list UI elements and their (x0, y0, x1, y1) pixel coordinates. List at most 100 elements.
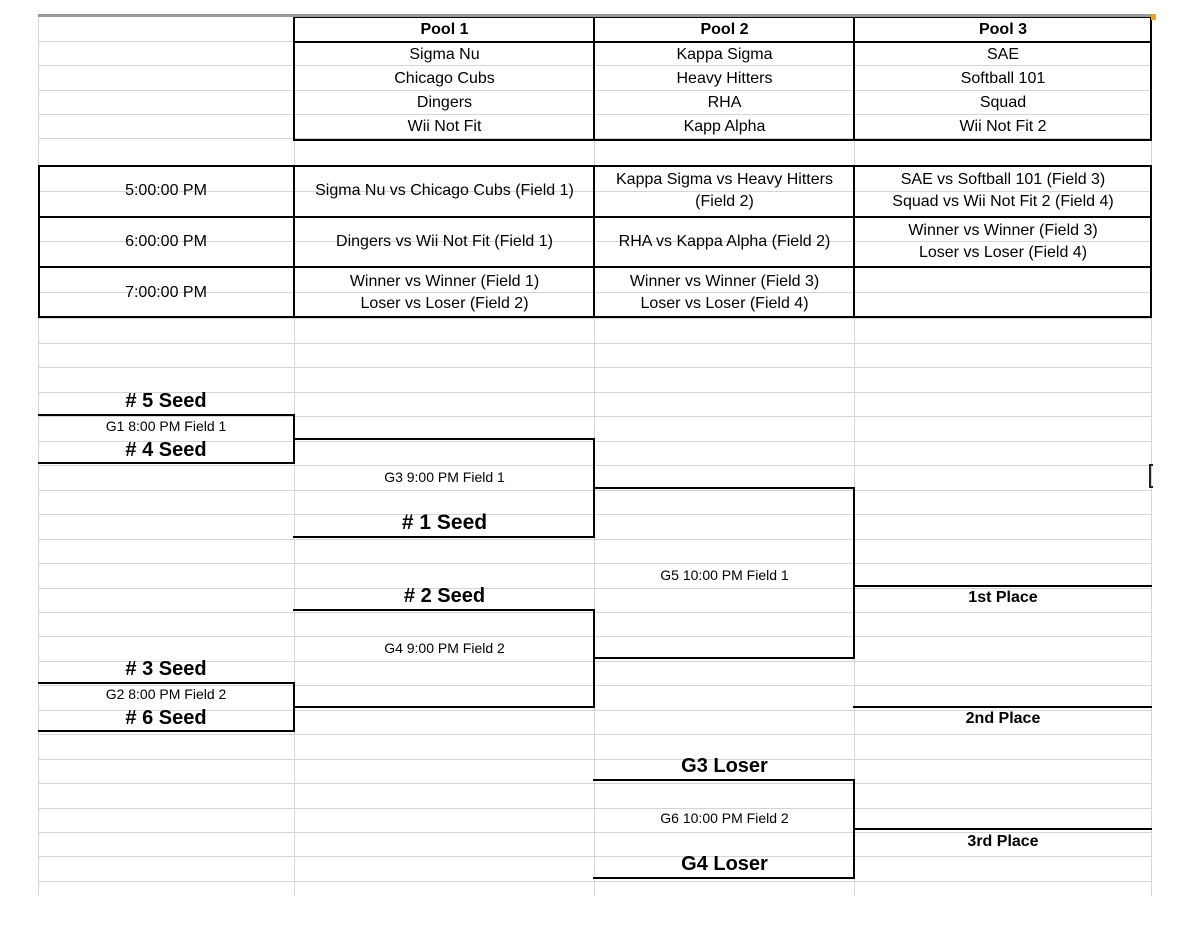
gridline-row (38, 612, 1152, 613)
schedule-time[interactable]: 5:00:00 PM (125, 182, 207, 199)
pool1-team[interactable]: Wii Not Fit (407, 118, 482, 135)
place-label[interactable]: 1st Place (968, 589, 1038, 606)
pool1-team[interactable]: Chicago Cubs (394, 70, 495, 87)
gridline-row (38, 808, 1152, 809)
gridline-row (38, 241, 1152, 242)
sheet-top-edge (38, 14, 1156, 17)
game-label[interactable]: G6 10:00 PM Field 2 (660, 810, 789, 826)
gridline-row (38, 138, 1152, 139)
gridline-row (38, 661, 1152, 662)
schedule-game-line: Loser vs Loser (Field 4) (640, 295, 809, 312)
border-line (38, 462, 294, 464)
schedule-game[interactable]: Winner vs Winner (Field 3) Loser vs Lose… (595, 268, 854, 318)
gridline-row (38, 90, 1152, 91)
schedule-game-line: Winner vs Winner (Field 1) (349, 273, 540, 290)
border-line (853, 16, 855, 141)
schedule-time[interactable]: 6:00:00 PM (125, 233, 207, 250)
loser-label[interactable]: G4 Loser (681, 853, 768, 875)
pool3-team[interactable]: SAE (986, 46, 1019, 63)
border-line (293, 682, 295, 732)
schedule-game-line: Kappa Sigma vs Heavy Hitters (616, 171, 833, 188)
gridline-row (38, 65, 1152, 66)
schedule-game[interactable]: Sigma Nu vs Chicago Cubs (Field 1) (315, 182, 574, 199)
border-line (38, 266, 1152, 268)
schedule-game[interactable]: Winner vs Winner (Field 1) Loser vs Lose… (295, 268, 594, 318)
gridline-row (38, 343, 1152, 344)
schedule-game[interactable]: SAE vs Softball 101 (Field 3) Squad vs W… (855, 166, 1151, 216)
pool3-team[interactable]: Squad (979, 94, 1027, 111)
schedule-game[interactable]: Dingers vs Wii Not Fit (Field 1) (336, 233, 553, 250)
pool1-team[interactable]: Dingers (416, 94, 473, 111)
gridline-row (38, 856, 1152, 857)
pool2-header[interactable]: Pool 2 (700, 21, 749, 38)
border-line (293, 165, 295, 318)
seed-label[interactable]: # 2 Seed (403, 585, 486, 607)
border-line (38, 730, 294, 732)
game-label[interactable]: G1 8:00 PM Field 1 (105, 418, 227, 434)
gridline-row (38, 783, 1152, 784)
pool1-header[interactable]: Pool 1 (420, 21, 469, 38)
border-line (293, 139, 1152, 141)
border-line (38, 414, 294, 416)
seed-label[interactable]: # 3 Seed (125, 658, 207, 680)
pool3-team[interactable]: Wii Not Fit 2 (959, 118, 1047, 135)
border-line (1150, 165, 1152, 318)
border-line (853, 585, 1152, 587)
gridline-row (38, 367, 1152, 368)
gridline-row (38, 685, 1152, 686)
gridline-row (38, 734, 1152, 735)
gridline-row (38, 292, 1152, 293)
border-line (853, 487, 855, 659)
gridline-col (854, 16, 855, 896)
gridline-col (38, 16, 39, 896)
border-line (593, 609, 595, 708)
border-line (853, 828, 1152, 830)
game-label[interactable]: G2 8:00 PM Field 2 (105, 686, 227, 702)
gridline-row (38, 563, 1152, 564)
seed-label[interactable]: # 4 Seed (125, 439, 207, 461)
game-label[interactable]: G4 9:00 PM Field 2 (384, 640, 505, 656)
border-line (293, 706, 595, 708)
schedule-time[interactable]: 7:00:00 PM (125, 284, 207, 301)
pool2-team[interactable]: RHA (707, 94, 742, 111)
border-line (293, 536, 595, 538)
border-line (38, 165, 1152, 167)
gridline-row (38, 514, 1152, 515)
pool1-team[interactable]: Sigma Nu (409, 46, 480, 63)
border-line (593, 779, 855, 781)
gridline-row (38, 832, 1152, 833)
border-line (293, 16, 1152, 18)
cell-corner-marker (1151, 14, 1156, 20)
schedule-game-line: Loser vs Loser (Field 2) (360, 295, 529, 312)
schedule-game[interactable]: Winner vs Winner (Field 3) Loser vs Lose… (855, 217, 1151, 267)
gridline-row (38, 636, 1152, 637)
game-label[interactable]: G3 9:00 PM Field 1 (384, 469, 505, 485)
seed-label[interactable]: # 6 Seed (125, 707, 207, 729)
schedule-game-empty[interactable] (855, 268, 1151, 318)
pool2-team[interactable]: Heavy Hitters (676, 70, 773, 87)
place-label[interactable]: 2nd Place (965, 710, 1041, 727)
game-label[interactable]: G5 10:00 PM Field 1 (660, 567, 789, 583)
seed-label[interactable]: # 1 Seed (401, 510, 488, 534)
gridline-row (38, 392, 1152, 393)
border-line (293, 609, 595, 611)
gridline-col (1151, 16, 1152, 896)
pool2-team[interactable]: Kappa Sigma (676, 46, 773, 63)
border-line (293, 41, 1152, 43)
gridline-row (38, 318, 1152, 319)
gridline-row (38, 759, 1152, 760)
schedule-game[interactable]: RHA vs Kappa Alpha (Field 2) (618, 233, 831, 250)
pool2-team[interactable]: Kapp Alpha (683, 118, 766, 135)
seed-label[interactable]: # 5 Seed (125, 390, 207, 412)
pool3-team[interactable]: Softball 101 (960, 70, 1046, 87)
border-line (593, 877, 855, 879)
pool3-header[interactable]: Pool 3 (978, 21, 1027, 38)
gridline-row (38, 114, 1152, 115)
loser-label[interactable]: G3 Loser (681, 755, 768, 777)
border-line (853, 706, 1152, 708)
gridline-row (38, 588, 1152, 589)
place-label[interactable]: 3rd Place (967, 833, 1039, 850)
schedule-game[interactable]: Kappa Sigma vs Heavy Hitters (Field 2) (595, 166, 854, 216)
border-line (293, 438, 595, 440)
